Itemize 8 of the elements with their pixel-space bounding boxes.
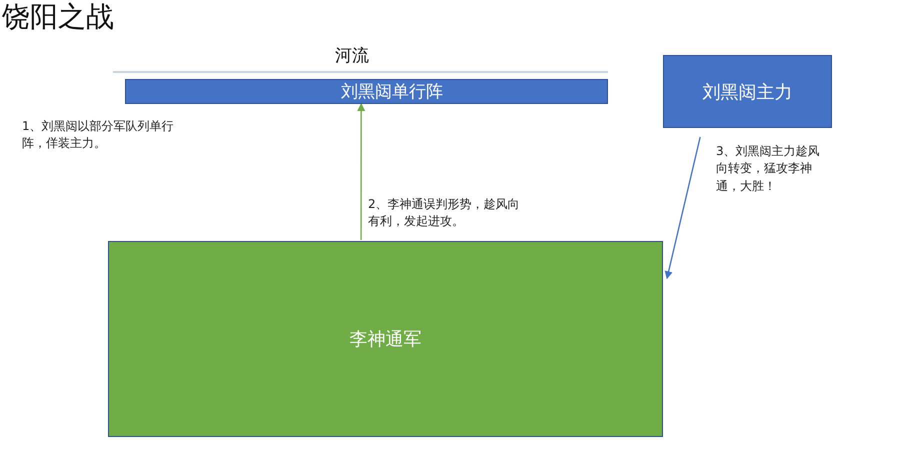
arrow [664, 136, 701, 280]
army-box: 李神通军 [108, 241, 663, 437]
formation-bar: 刘黑闼单行阵 [125, 79, 608, 104]
note-text: 1、刘黑闼以部分军队列单行阵，佯装主力。 [22, 118, 175, 152]
title: 饶阳之战 [2, 0, 114, 34]
river-label: 河流 [335, 45, 370, 68]
arrow [357, 103, 366, 240]
army-box: 刘黑闼主力 [663, 55, 832, 128]
